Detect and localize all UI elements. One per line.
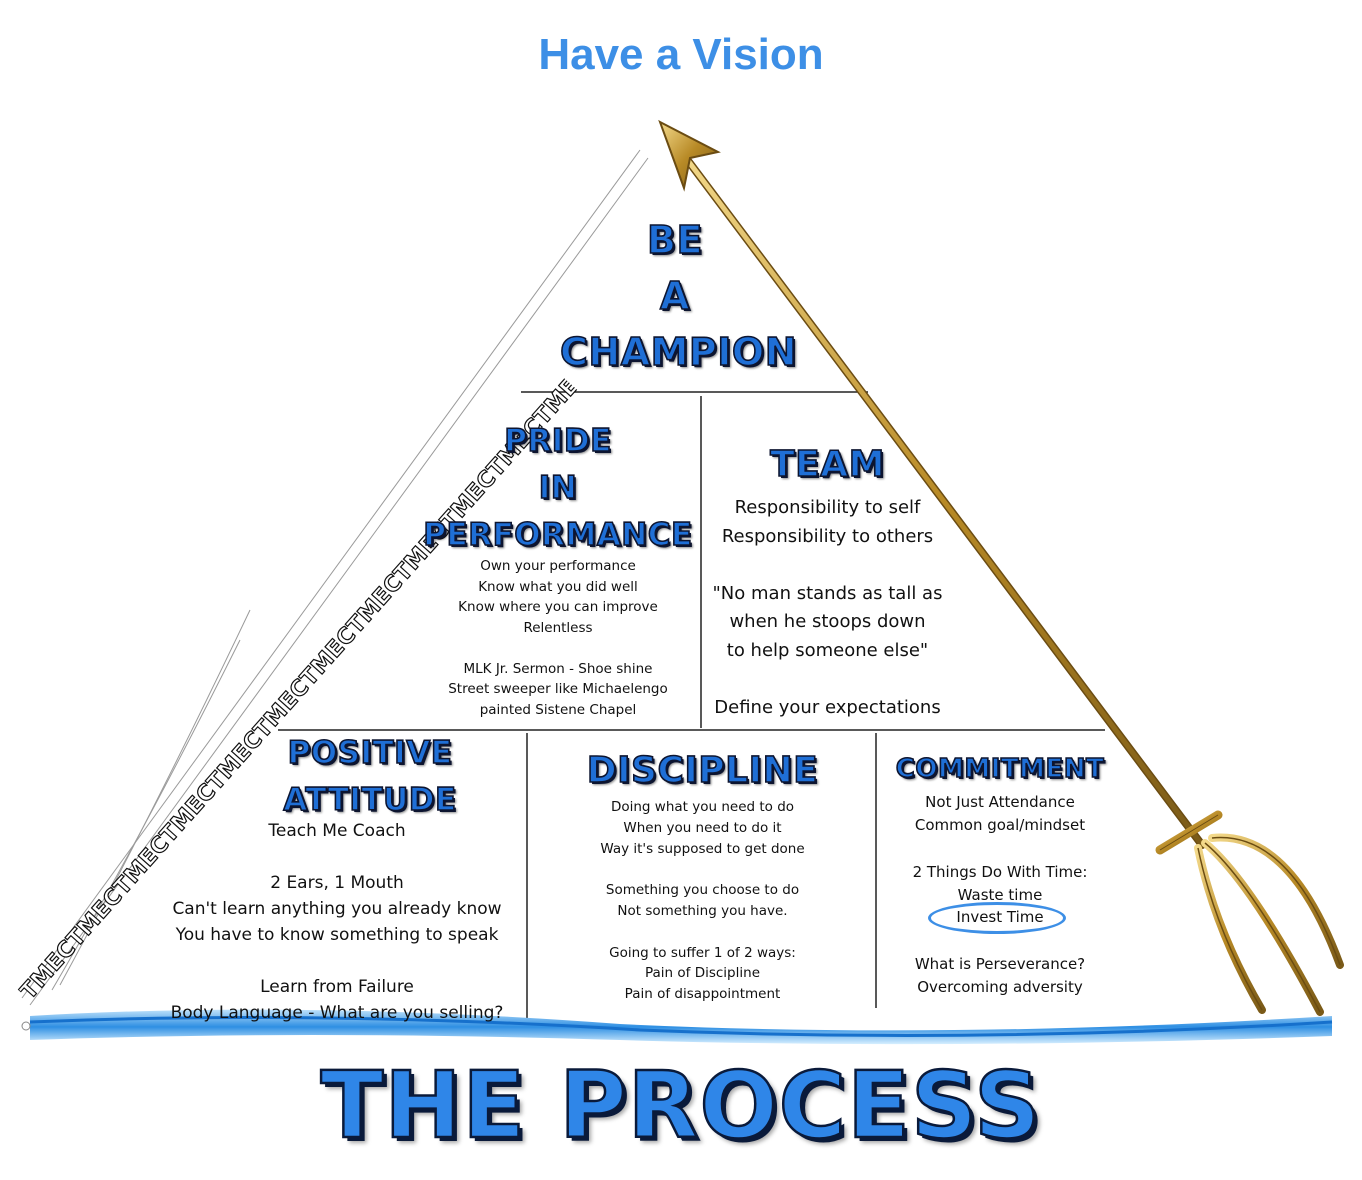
wave-icon: [21, 1009, 1333, 1045]
pride-line-2: IN: [538, 469, 578, 507]
pride-heading: PRIDE IN PERFORMANCE: [418, 418, 698, 559]
pride-body: Own your performance Know what you did w…: [448, 558, 668, 718]
attitude-heading: POSITIVE ATTITUDE: [250, 730, 490, 824]
highlight-circle: [928, 902, 1066, 934]
attitude-body: Teach Me Coach 2 Ears, 1 Mouth Can't lea…: [170, 821, 504, 1023]
apex-heading: BE A CHAMPION: [559, 212, 798, 380]
pride-line-3: PERFORMANCE: [422, 516, 693, 554]
apex-line-3: CHAMPION: [559, 329, 798, 375]
attitude-line-1: POSITIVE: [287, 734, 453, 772]
grid-lines: [278, 391, 1105, 1018]
pride-line-1: PRIDE: [503, 422, 612, 460]
team-heading: TEAM: [769, 443, 885, 486]
team-body: Responsibility to self Responsibility to…: [712, 497, 943, 718]
commitment-highlight: Invest Time: [956, 908, 1044, 926]
page-title: Have a Vision: [538, 30, 824, 79]
commitment-body-bottom: What is Perseverance? Overcoming adversi…: [914, 955, 1086, 997]
attitude-line-2: ATTITUDE: [283, 781, 457, 819]
commitment-body-top: Not Just Attendance Common goal/mindset …: [912, 793, 1088, 904]
footer-title: THE PROCESS: [319, 1051, 1042, 1161]
apex-line-1: BE: [646, 217, 703, 263]
trident-icon: [658, 119, 1344, 1016]
sketch-outline: [21, 149, 649, 1006]
apex-line-2: A: [659, 273, 690, 319]
discipline-heading: DISCIPLINE: [586, 749, 819, 792]
discipline-body: Doing what you need to do When you need …: [600, 799, 805, 1003]
commitment-heading: COMMITMENT: [895, 753, 1105, 785]
